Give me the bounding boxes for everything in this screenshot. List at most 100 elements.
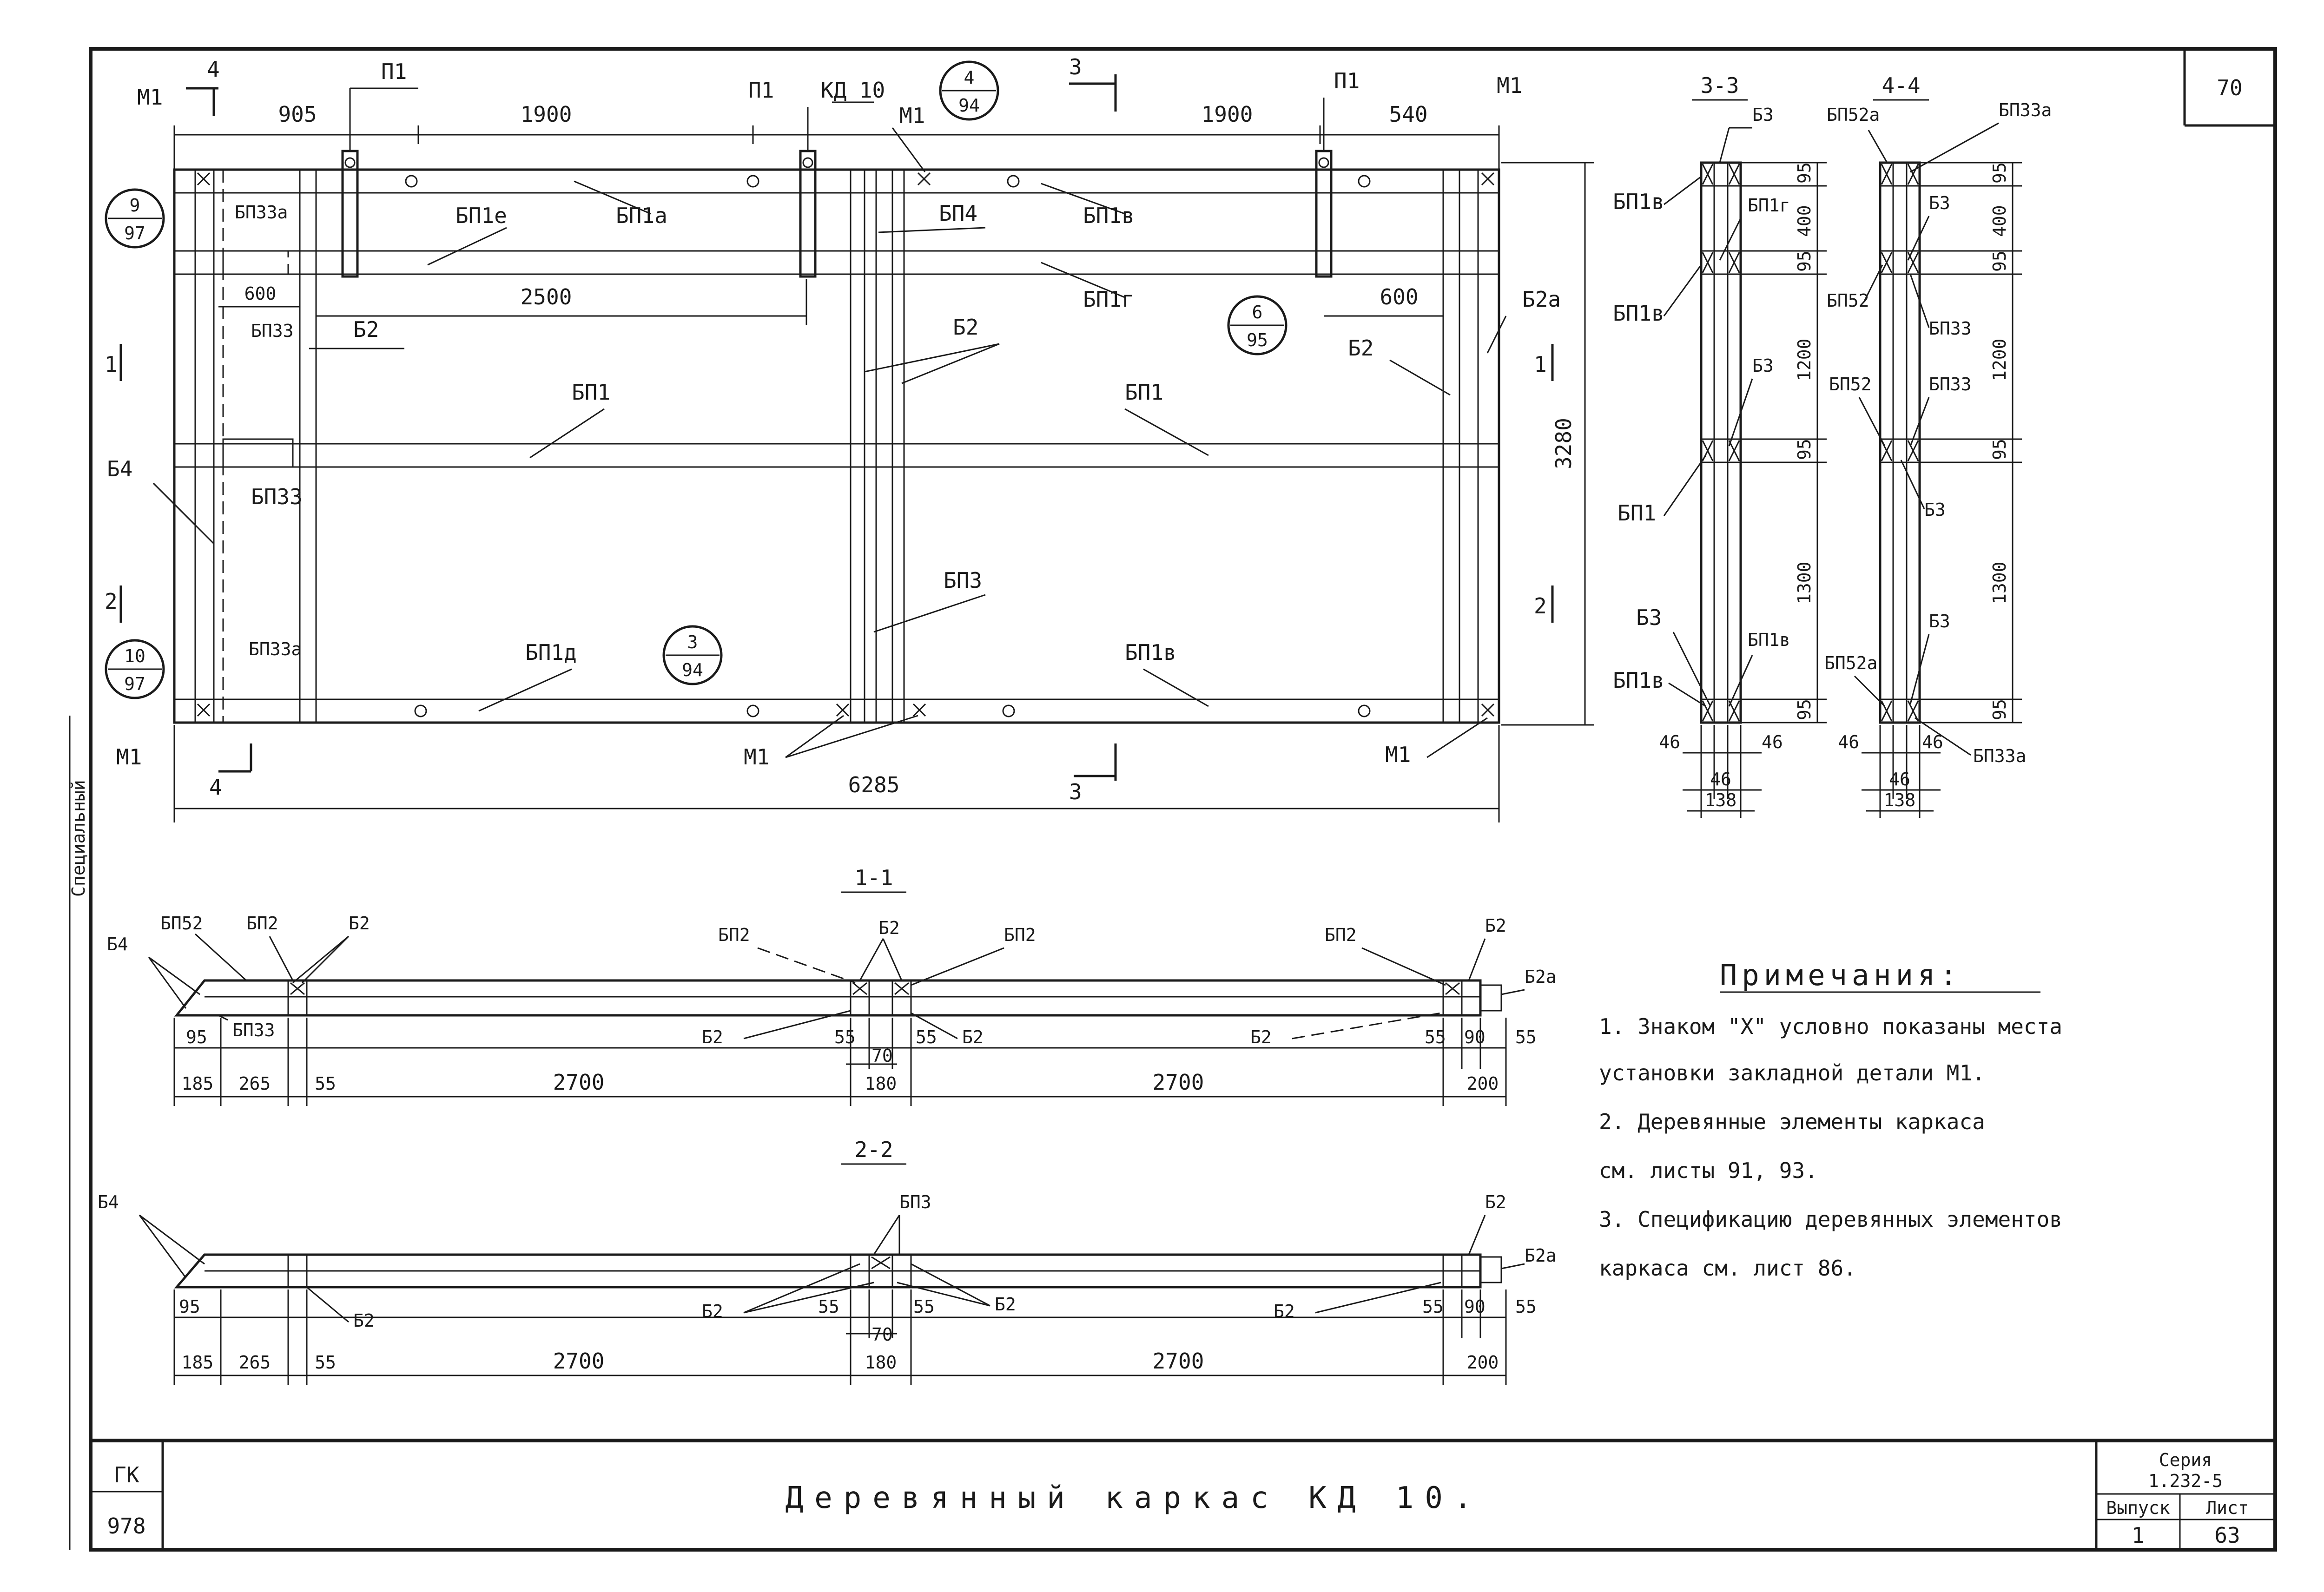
svg-text:95: 95 (186, 1027, 207, 1047)
title-stamp: Серия 1.232-5 Выпуск Лист 1 63 (2106, 1450, 2248, 1548)
svg-text:55: 55 (1515, 1027, 1537, 1047)
svg-text:55: 55 (818, 1296, 839, 1317)
left-margin-stamp: Специальный ГК 978 (68, 716, 146, 1550)
svg-text:185: 185 (182, 1073, 214, 1094)
callout-4-94: 4 94 (939, 60, 999, 121)
dim-overall-6285: 6285 (848, 772, 900, 797)
dim-top-905: 905 (278, 102, 317, 127)
marker-4-top: 4 (207, 57, 220, 82)
svg-text:4: 4 (964, 67, 975, 88)
svg-text:1300: 1300 (1794, 561, 1815, 604)
svg-text:70: 70 (872, 1046, 893, 1066)
svg-text:Б3: Б3 (1929, 611, 1950, 632)
svg-text:46: 46 (1762, 732, 1783, 752)
svg-text:95: 95 (1989, 162, 2010, 184)
svg-text:3: 3 (687, 632, 698, 652)
svg-text:Б2а: Б2а (1525, 967, 1557, 987)
left-code-2: 978 (107, 1513, 145, 1539)
svg-text:БП1в: БП1в (1613, 189, 1664, 214)
section-3-3-title: 3-3 (1700, 73, 1739, 98)
note-line-1: 1. Знаком "Х" условно показаны места (1599, 1014, 2062, 1039)
svg-text:БП33а: БП33а (1973, 746, 2026, 766)
plan-view: 905 1900 1900 540 2500 600 600 6285 3280… (105, 54, 1594, 822)
stamp-sheet-label: Лист (2206, 1498, 2249, 1518)
svg-text:БП1г: БП1г (1748, 195, 1790, 216)
label-m1-br: М1 (1385, 742, 1411, 767)
note-line-3: 2. Деревянные элементы каркаса (1599, 1109, 1985, 1134)
svg-text:95: 95 (179, 1296, 200, 1317)
note-line-6: каркаса см. лист 86. (1599, 1256, 1856, 1281)
svg-text:180: 180 (865, 1352, 897, 1373)
svg-text:1300: 1300 (1989, 561, 2010, 604)
dim-600-right: 600 (1380, 284, 1418, 309)
svg-text:БП33: БП33 (1929, 318, 1972, 339)
svg-text:БП1в: БП1в (1613, 668, 1664, 693)
svg-text:БП52: БП52 (1829, 374, 1872, 395)
svg-text:95: 95 (1794, 439, 1815, 460)
svg-text:9: 9 (130, 195, 140, 216)
label-m1-tl: М1 (137, 85, 163, 110)
marker-1-left: 1 (105, 352, 118, 377)
dim-top-540: 540 (1389, 102, 1427, 127)
svg-text:БП52: БП52 (160, 913, 203, 934)
dim-top-1900-right: 1900 (1202, 102, 1253, 127)
callout-10-97: 10 97 (105, 639, 165, 699)
svg-text:Б2: Б2 (702, 1027, 723, 1047)
label-b2a: Б2а (1522, 287, 1561, 312)
svg-text:90: 90 (1464, 1027, 1486, 1047)
label-bp1d: БП1д (525, 640, 577, 665)
svg-text:10: 10 (124, 646, 145, 666)
svg-text:200: 200 (1467, 1352, 1499, 1373)
svg-text:БП52: БП52 (1827, 290, 1869, 311)
svg-text:Б4: Б4 (98, 1192, 119, 1212)
drawing-title: Деревянный каркас КД 10. (786, 1481, 1483, 1515)
label-b2-left: Б2 (353, 317, 379, 342)
svg-text:200: 200 (1467, 1073, 1499, 1094)
svg-text:Б2: Б2 (1485, 1192, 1506, 1212)
svg-text:55: 55 (315, 1073, 336, 1094)
marker-2-right: 2 (1534, 593, 1547, 618)
svg-text:46: 46 (1838, 732, 1859, 752)
svg-text:400: 400 (1794, 205, 1815, 237)
dim-top-1900-left: 1900 (521, 102, 572, 127)
svg-text:265: 265 (239, 1352, 271, 1373)
svg-text:55: 55 (834, 1027, 856, 1047)
svg-text:Б2: Б2 (995, 1294, 1016, 1315)
label-bp33a-bottom: БП33а (249, 639, 302, 659)
notes-block: Примечания: 1. Знаком "Х" условно показа… (1599, 958, 2062, 1281)
svg-text:180: 180 (865, 1073, 897, 1094)
marker-4-bottom: 4 (209, 775, 222, 800)
svg-text:97: 97 (124, 674, 145, 694)
svg-text:55: 55 (1425, 1027, 1446, 1047)
label-bp1v-bottom: БП1в (1125, 640, 1176, 665)
svg-text:46: 46 (1889, 769, 1910, 789)
label-m1-tc: М1 (899, 103, 925, 128)
label-m1-tr: М1 (1497, 73, 1522, 98)
svg-text:70: 70 (872, 1324, 893, 1345)
stamp-issue-value: 1 (2132, 1523, 2145, 1548)
svg-text:БП3: БП3 (899, 1192, 931, 1212)
dim-600-left: 600 (244, 283, 277, 304)
callout-6-95: 6 95 (1227, 295, 1287, 355)
label-m1-bc: М1 (744, 744, 769, 770)
sheet-number: 70 (2217, 75, 2242, 100)
svg-text:Б3: Б3 (1924, 500, 1946, 520)
label-bp33a-top: БП33а (235, 202, 288, 223)
label-p1-a: П1 (381, 59, 407, 84)
marker-2-left: 2 (105, 589, 118, 614)
svg-text:95: 95 (1794, 162, 1815, 184)
section-2-2: 2-2 95 55 70 55 55 90 55 185 (98, 1137, 1557, 1385)
label-p1-b: П1 (748, 78, 774, 103)
label-b4: Б4 (107, 456, 132, 481)
svg-text:Б3: Б3 (1752, 105, 1774, 125)
marker-1-right: 1 (1534, 352, 1547, 377)
marker-3-top: 3 (1069, 54, 1082, 79)
svg-text:55: 55 (916, 1027, 937, 1047)
section-1-1: 1-1 95 55 55 70 55 90 55 (107, 865, 1557, 1106)
svg-text:2700: 2700 (553, 1070, 605, 1095)
label-bp1v-top: БП1в (1083, 203, 1135, 228)
svg-text:2700: 2700 (1153, 1349, 1204, 1374)
label-p1-c: П1 (1334, 68, 1360, 93)
side-stamp-text: Специальный (68, 780, 89, 897)
